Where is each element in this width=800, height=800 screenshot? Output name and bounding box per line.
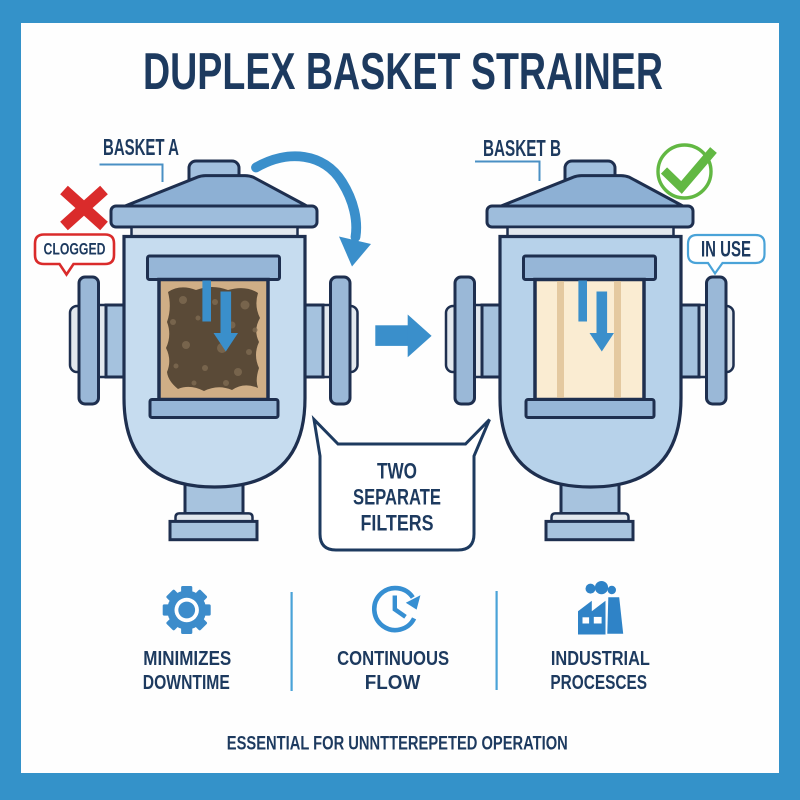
svg-text:INDUSTRIAL: INDUSTRIAL (551, 648, 650, 670)
svg-text:DUPLEX BASKET STRAINER: DUPLEX BASKET STRAINER (143, 43, 663, 101)
svg-text:DOWNTIME: DOWNTIME (143, 672, 230, 694)
svg-text:PROCESCES: PROCESCES (550, 672, 647, 694)
svg-text:BASKET B: BASKET B (483, 135, 561, 161)
svg-text:MINIMIZES: MINIMIZES (143, 648, 231, 670)
svg-text:FLOW: FLOW (365, 672, 421, 694)
svg-text:IN USE: IN USE (701, 236, 751, 261)
svg-text:ESSENTIAL FOR UNNTTEREPETED OP: ESSENTIAL FOR UNNTTEREPETED OPERATION (227, 734, 568, 755)
svg-text:CLOGGED: CLOGGED (44, 240, 106, 259)
svg-text:SEPARATE: SEPARATE (353, 485, 441, 510)
svg-text:FILTERS: FILTERS (361, 511, 434, 536)
svg-text:BASKET A: BASKET A (103, 134, 179, 160)
svg-text:TWO: TWO (377, 459, 417, 484)
svg-text:CONTINUOUS: CONTINUOUS (337, 648, 449, 670)
